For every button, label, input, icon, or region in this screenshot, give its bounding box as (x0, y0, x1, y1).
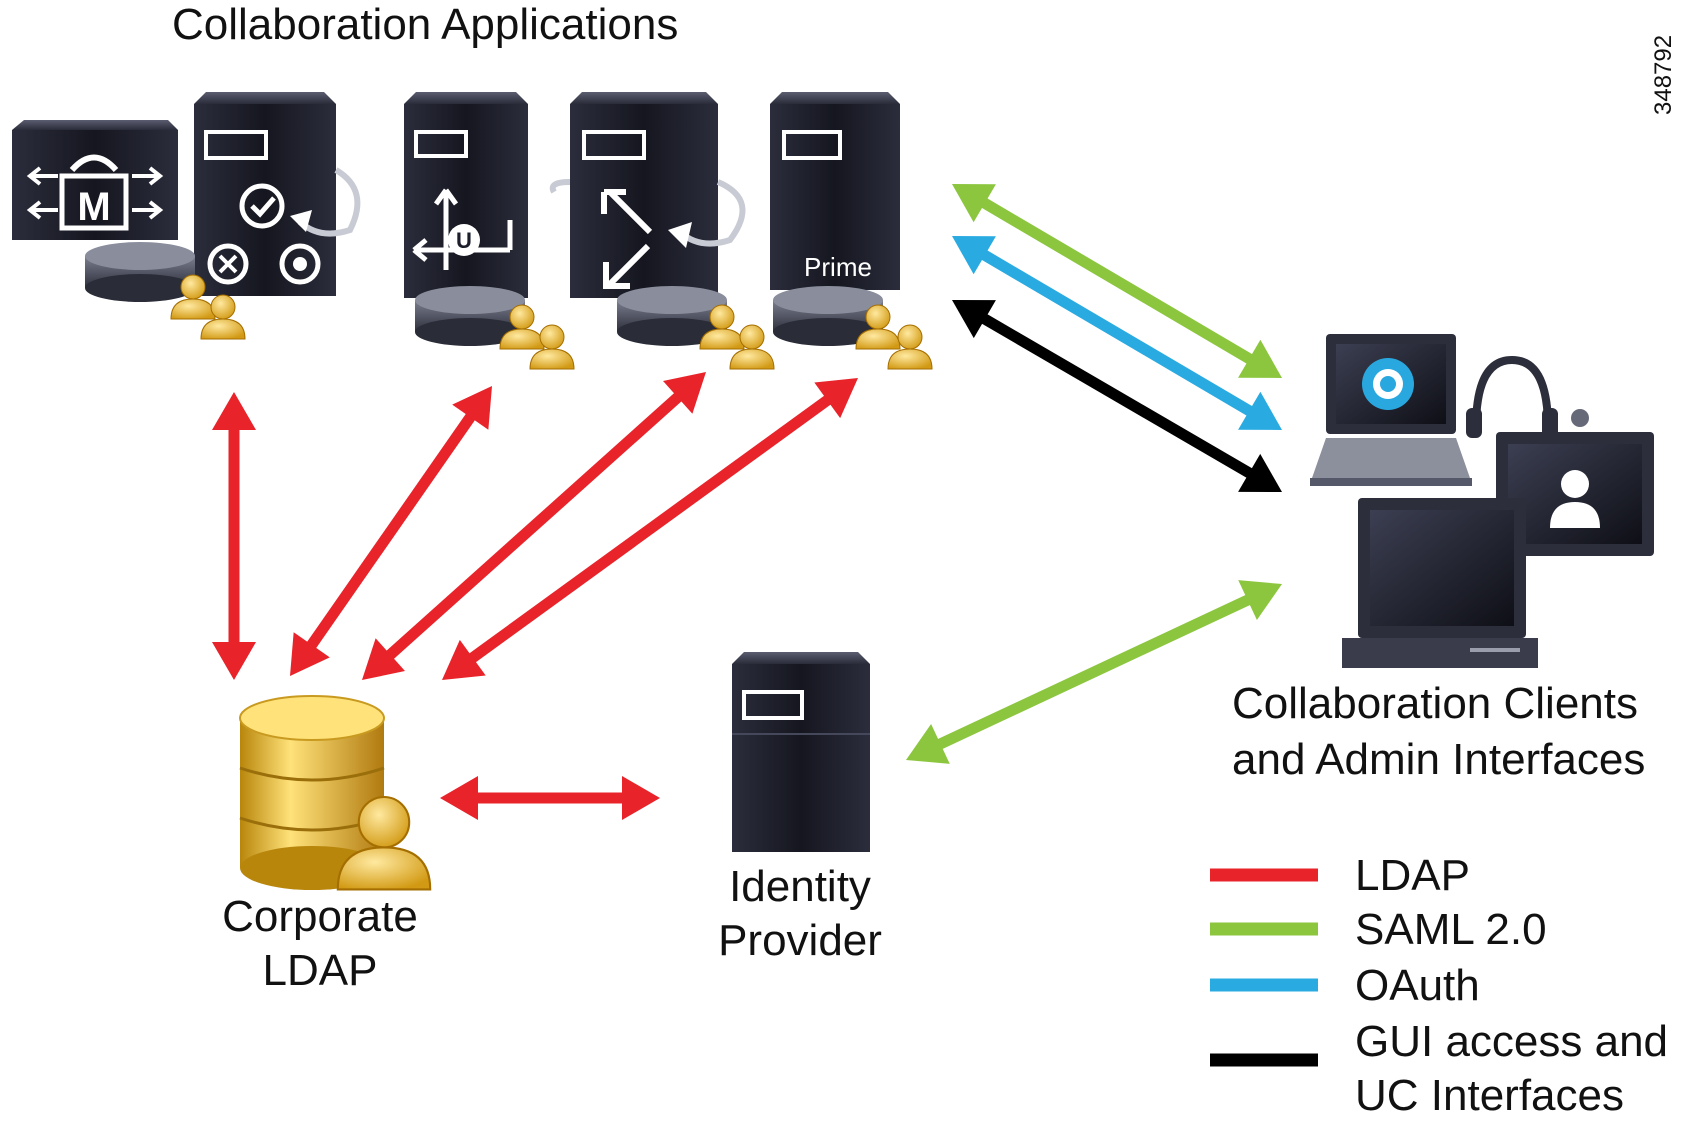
arrow-ldap-idp (440, 776, 660, 820)
arrow-saml-idp-head-end (1238, 580, 1282, 621)
legend-label-gui: GUI access and (1355, 1017, 1669, 1066)
diagram-title: Collaboration Applications (172, 0, 679, 49)
arrow-gui-prime-head-start (952, 300, 996, 339)
arrow-ldap-unity-head-start (452, 386, 492, 430)
unity-badge: U (456, 228, 472, 253)
clients-label-line2: and Admin Interfaces (1232, 735, 1646, 784)
arrow-saml-idp-head-start (906, 723, 950, 764)
arrow-ldap-prime (442, 378, 858, 680)
corporate-ldap-label: Corporate LDAP (205, 890, 435, 998)
arrow-oauth-prime (952, 236, 1282, 430)
arrow-ldap-unity-shaft (302, 407, 480, 655)
legend-label-saml: SAML 2.0 (1355, 905, 1547, 954)
arrow-saml-idp (906, 580, 1282, 764)
legend-label-gui-line2: UC Interfaces (1355, 1071, 1624, 1120)
arrow-gui-prime-shaft (975, 310, 1259, 482)
arrow-saml-prime-head-end (1238, 339, 1282, 378)
clients-label-line1: Collaboration Clients (1232, 679, 1638, 728)
arrow-ldap-prime-shaft (463, 391, 837, 667)
mediasense-badge: M (77, 185, 110, 229)
arrow-gui-prime (952, 300, 1282, 492)
arrow-ldap-unity (290, 386, 492, 676)
expressway-server-icon (549, 92, 746, 298)
prime-label: Prime (804, 252, 872, 282)
video-endpoint-icon (1496, 409, 1654, 556)
legend (1210, 868, 1318, 1067)
arrow-ldap-expressway-shaft (380, 388, 688, 664)
arrow-oauth-prime-head-end (1238, 391, 1282, 430)
connection-arrows (212, 184, 1282, 820)
corporate-ldap-database-icon (239, 695, 432, 891)
arrow-ldap-idp-head-end (622, 776, 660, 820)
arrow-gui-prime-head-end (1238, 453, 1282, 492)
arrow-saml-idp-shaft (931, 591, 1257, 753)
arrow-ldap-prime-head-end (442, 639, 486, 680)
corporate-ldap-label-line1: Corporate (222, 892, 418, 941)
arrow-ldap-cucm-head-start (212, 392, 256, 430)
arrow-saml-prime-shaft (975, 194, 1259, 368)
laptop-client-icon (1310, 334, 1472, 486)
identity-provider-label-line1: Identity (729, 862, 871, 911)
arrow-ldap-prime-head-start (814, 378, 858, 419)
headset-icon (1466, 355, 1558, 438)
arrow-oauth-prime-head-start (952, 236, 996, 275)
unity-server-icon: U (404, 92, 528, 298)
arrow-ldap-unity-head-end (290, 632, 330, 676)
arrow-ldap-cucm (212, 392, 256, 680)
prime-server-icon: Prime (770, 92, 900, 290)
legend-label-ldap: LDAP (1355, 851, 1470, 900)
identity-provider-label: Identity Provider (690, 860, 910, 968)
arrow-ldap-idp-head-start (440, 776, 478, 820)
identity-provider-label-line2: Provider (718, 916, 882, 965)
arrow-saml-prime (952, 184, 1282, 378)
arrow-ldap-expressway-head-start (663, 372, 706, 414)
arrow-saml-prime-head-start (952, 184, 996, 223)
corporate-ldap-label-line2: LDAP (262, 946, 378, 995)
desktop-monitor-icon (1342, 498, 1538, 668)
mediasense-server-icon: M (12, 120, 178, 240)
arrow-ldap-expressway (362, 372, 706, 680)
cucm-server-icon (194, 92, 361, 296)
arrow-oauth-prime-shaft (975, 246, 1259, 420)
arrow-ldap-expressway-head-end (362, 638, 405, 680)
identity-provider-server-icon (732, 652, 870, 852)
arrow-ldap-cucm-head-end (212, 642, 256, 680)
legend-label-oauth: OAuth (1355, 961, 1480, 1010)
clients-label: Collaboration Clients and Admin Interfac… (1232, 676, 1645, 788)
